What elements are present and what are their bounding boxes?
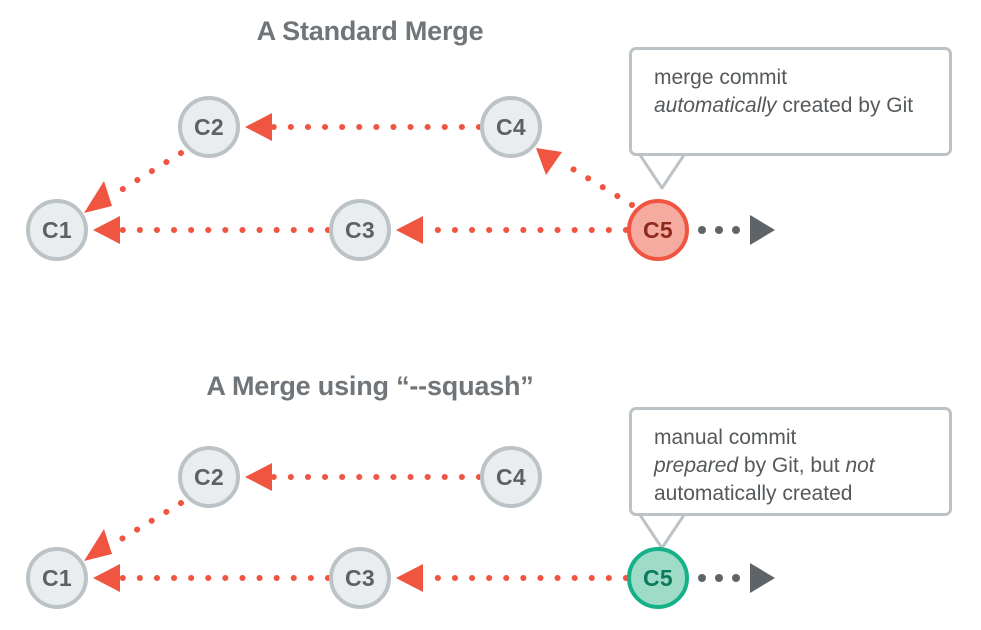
callout-emphasis-not: not (845, 454, 875, 477)
commit-label: C5 (642, 216, 673, 243)
commit-node-c3-squash[interactable]: C3 (329, 547, 391, 609)
callout-emphasis-prepared: prepared (654, 454, 739, 477)
edge-c3-to-c1-bottom (93, 564, 331, 592)
callout-line-2: prepared by Git, but not (654, 452, 931, 480)
future-commits-indicator-top (698, 215, 775, 245)
callout-line-2: automatically created by Git (654, 92, 931, 120)
commit-label: C4 (495, 113, 526, 140)
commit-node-c2-standard[interactable]: C2 (178, 96, 240, 158)
future-commits-indicator-bottom (698, 563, 775, 593)
commit-node-c2-squash[interactable]: C2 (178, 446, 240, 508)
edge-c4-to-c2-bottom (245, 463, 482, 491)
edge-c5-to-c3-top (396, 216, 629, 244)
commit-node-c3-standard[interactable]: C3 (329, 199, 391, 261)
callout-line-1: merge commit (654, 66, 788, 89)
callout-line-1: manual commit (654, 426, 797, 449)
commit-label: C2 (193, 463, 224, 490)
callout-manual-commit: manual commit prepared by Git, but not a… (629, 407, 952, 516)
callout-merge-commit: merge commit automatically created by Gi… (629, 47, 952, 156)
edge-c2-to-c1-bottom (84, 500, 184, 561)
commit-label: C5 (642, 564, 673, 591)
page-title-squash-merge: A Merge using “--squash” (206, 371, 534, 401)
page-title-standard-merge: A Standard Merge (256, 16, 484, 46)
commit-node-c1-squash[interactable]: C1 (26, 547, 88, 609)
callout-tail-top (638, 152, 686, 190)
edge-c5-to-c4-top (536, 148, 635, 208)
commit-label: C3 (344, 216, 375, 243)
commit-label: C1 (41, 564, 72, 591)
commit-label: C1 (41, 216, 72, 243)
commit-node-c1-standard[interactable]: C1 (26, 199, 88, 261)
edge-c4-to-c2-top (245, 113, 482, 141)
commit-node-c4-squash[interactable]: C4 (480, 446, 542, 508)
commit-node-c5-merge-commit[interactable]: C5 (627, 199, 689, 261)
callout-line-2-rest: created by Git (776, 94, 914, 117)
edge-c2-to-c1-top (84, 150, 184, 213)
commit-label: C3 (344, 564, 375, 591)
callout-line-3: automatically created (654, 482, 853, 505)
edge-c5-to-c3-bottom (396, 564, 629, 592)
commit-node-c5-squash-commit[interactable]: C5 (627, 547, 689, 609)
callout-tail-bottom (638, 512, 686, 550)
callout-line-2-mid: by Git, but (738, 454, 846, 477)
callout-emphasis: automatically (654, 94, 777, 117)
commit-label: C4 (495, 463, 526, 490)
commit-label: C2 (193, 113, 224, 140)
edge-c3-to-c1-top (93, 216, 331, 244)
commit-node-c4-standard[interactable]: C4 (480, 96, 542, 158)
